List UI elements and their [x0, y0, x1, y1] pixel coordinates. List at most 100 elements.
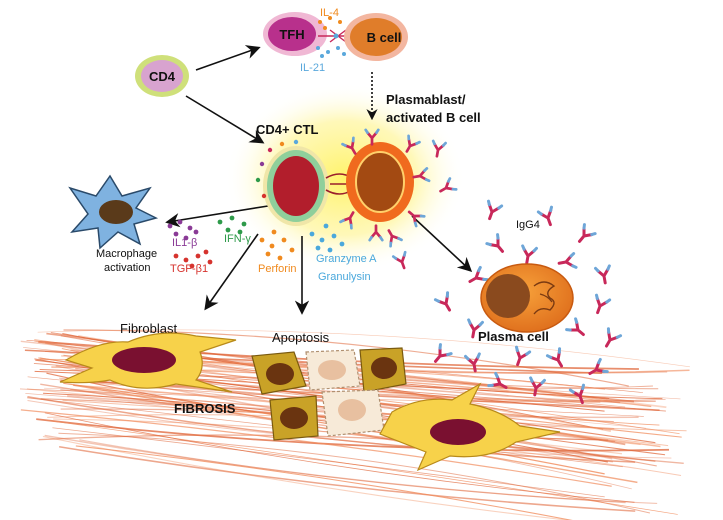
antibody-icon [518, 244, 538, 266]
cytokine-dot [195, 253, 201, 259]
fibrosis-fiber [44, 412, 635, 503]
tfh-cell: TFH [263, 12, 327, 56]
antibody-icon [433, 291, 458, 316]
arrow-cd4-to-tfh [195, 45, 261, 71]
tfh-label: TFH [279, 27, 304, 42]
plasmablast-label-line2: activated B cell [386, 110, 481, 125]
macrophage-label-line1: Macrophage [96, 248, 157, 260]
cytokine-dot [203, 249, 209, 255]
cytokine-dot [315, 245, 321, 251]
cytokine-dot [189, 263, 195, 269]
fibrosis-fiber [38, 434, 656, 462]
activation-glow [225, 83, 465, 273]
plasmablast-label-line1: Plasmablast/ [386, 92, 466, 107]
ctl-cytokine-dots [167, 215, 345, 269]
fibrosis-fiber [53, 418, 682, 477]
antibody-icon [545, 347, 570, 372]
fibrosis-fiber [42, 435, 572, 520]
cytokine-dot [327, 247, 333, 253]
fibrosis-fiber [20, 409, 612, 487]
cytokine-dot [237, 229, 243, 235]
cd4-ctl-cell [255, 139, 329, 226]
arrow-cd4-to-ctl [185, 95, 265, 144]
antibody-icon [565, 317, 590, 342]
antibody-icon [536, 205, 559, 229]
il21-label: IL-21 [300, 62, 325, 74]
cytokine-dot [309, 231, 315, 237]
cytokine-dot [183, 235, 189, 241]
plasma-cell-label: Plasma cell [478, 329, 549, 344]
arrow-ctl-to-fibroblast [204, 233, 259, 311]
plasma-cell [480, 263, 574, 333]
fibrosis-fiber [63, 329, 629, 387]
cytokine-dot [259, 237, 265, 243]
cytokine-dot [319, 237, 325, 243]
il4-label: IL-4 [320, 7, 339, 19]
apoptosis-label: Apoptosis [272, 330, 330, 345]
cytokine-dot [271, 229, 277, 235]
fibrosis-label: FIBROSIS [174, 401, 236, 416]
ifng-label: IFN-γ [224, 233, 251, 245]
apoptotic-cells [251, 347, 407, 441]
antibody-icon [509, 345, 532, 369]
arrow-plasmablast-to-plasma [411, 215, 473, 272]
antibody-icon [481, 199, 504, 223]
antibody-icon [598, 327, 623, 352]
cytokine-dot [225, 227, 231, 233]
cytokine-dot [281, 237, 287, 243]
cytokine-dot [193, 229, 199, 235]
cytokine-dot [241, 221, 247, 227]
cytokine-dot [265, 251, 271, 257]
igg4-label: IgG4 [516, 219, 540, 231]
cytokine-dot [323, 223, 329, 229]
macrophage-label-line2: activation [104, 262, 150, 274]
fibroblast-label: Fibroblast [120, 321, 177, 336]
antibody-icon [556, 252, 578, 272]
tgfb1-label: TGF-β1 [170, 263, 208, 275]
cytokine-dot [187, 225, 193, 231]
fibrosis-fiber [59, 445, 636, 512]
fibrosis-fiber [75, 445, 573, 520]
cd4-label: CD4 [149, 69, 176, 84]
antibody-icon [584, 357, 609, 382]
macrophage [68, 174, 159, 250]
antibody-icon [572, 223, 597, 248]
cytokine-dot [167, 223, 173, 229]
b-cell: B cell [344, 13, 408, 61]
cytokine-dot [173, 253, 179, 259]
perforin-label: Perforin [258, 263, 297, 275]
cytokine-dot [339, 241, 345, 247]
il1b-label: IL1-β [172, 237, 197, 249]
tfh-cytokine-dots [316, 16, 347, 58]
cytokine-dot [173, 231, 179, 237]
fibrosis-fiber [79, 439, 658, 504]
granzyme-a-label: Granzyme A [316, 253, 377, 265]
antibody-icon [589, 293, 612, 317]
cd4-cell: CD4 [135, 55, 189, 97]
cytokine-dot [177, 219, 183, 225]
fibrosis-fiber [27, 397, 623, 468]
cytokine-dot [269, 243, 275, 249]
fibrosis-fiber [44, 434, 626, 504]
arrow-ctl-to-macrophage [165, 205, 269, 228]
fibroblast-cell-1 [59, 332, 237, 393]
cytokine-dot [331, 233, 337, 239]
plasmablast-cell [346, 142, 414, 222]
arrows [165, 45, 473, 315]
fibrosis-fiber [37, 329, 690, 368]
cytokine-dot [207, 259, 213, 265]
antibody-icon [485, 233, 510, 258]
cytokine-dot [289, 247, 295, 253]
fibroblast-cell-2 [379, 382, 561, 472]
b-cell-label: B cell [367, 30, 402, 45]
cytokine-dot [217, 219, 223, 225]
granulysin-label: Granulysin [318, 271, 371, 283]
cytokine-dot [183, 257, 189, 263]
fibrosis-fiber [58, 432, 651, 514]
antibody-icon [594, 264, 614, 286]
cytokine-dot [229, 215, 235, 221]
antibody-icon [428, 343, 453, 368]
cd4-ctl-label: CD4+ CTL [256, 122, 319, 137]
cytokine-dot [277, 255, 283, 261]
